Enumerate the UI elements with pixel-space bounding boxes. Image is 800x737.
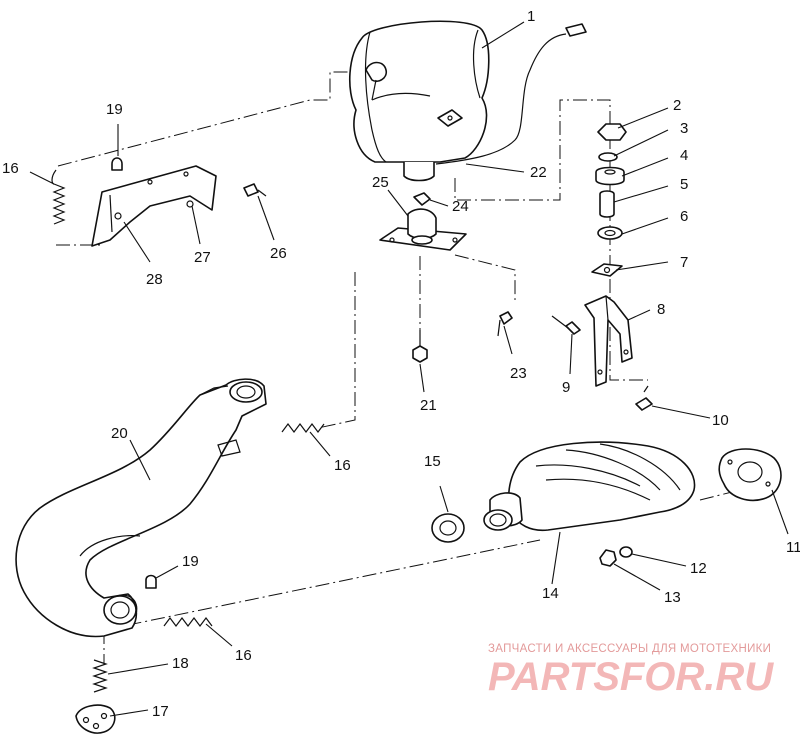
callout-10: 10 — [712, 412, 729, 429]
callout-25: 25 — [372, 174, 389, 191]
leader-lines — [29, 21, 789, 717]
callout-16c: 16 — [235, 647, 252, 664]
callout-17: 17 — [152, 703, 169, 720]
callout-20: 20 — [111, 425, 128, 442]
callout-8: 8 — [657, 301, 665, 318]
callout-1: 1 — [527, 8, 535, 25]
watermark-logo: PARTSFOR.RU — [488, 655, 774, 699]
muffler-bracket — [379, 192, 467, 251]
callout-12: 12 — [690, 560, 707, 577]
mount-bracket — [551, 295, 653, 411]
callout-6: 6 — [680, 208, 688, 225]
callout-9: 9 — [562, 379, 570, 396]
small-hardware — [412, 311, 513, 363]
callout-5: 5 — [680, 176, 688, 193]
callout-24: 24 — [452, 198, 469, 215]
callout-14: 14 — [542, 585, 559, 602]
assembly-lines — [56, 71, 781, 665]
callout-4: 4 — [680, 147, 688, 164]
callout-3: 3 — [680, 120, 688, 137]
spring-bracket — [51, 157, 267, 247]
callout-16b: 16 — [334, 457, 351, 474]
callout-23: 23 — [510, 365, 527, 382]
callout-7: 7 — [680, 254, 688, 271]
callout-18: 18 — [172, 655, 189, 672]
callout-2: 2 — [673, 97, 681, 114]
callout-27: 27 — [194, 249, 211, 266]
exhaust-manifold — [431, 441, 782, 567]
callout-26: 26 — [270, 245, 287, 262]
callout-13: 13 — [664, 589, 681, 606]
muffler — [348, 20, 587, 182]
watermark: ЗАПЧАСТИ И АКСЕССУАРЫ ДЛЯ МОТОТЕХНИКИ PA… — [488, 643, 774, 699]
callout-16a: 16 — [2, 160, 19, 177]
watermark-tagline: ЗАПЧАСТИ И АКСЕССУАРЫ ДЛЯ МОТОТЕХНИКИ — [488, 643, 771, 655]
callout-19b: 19 — [182, 553, 199, 570]
callout-28: 28 — [146, 271, 163, 288]
callout-19a: 19 — [106, 101, 123, 118]
callout-15: 15 — [424, 453, 441, 470]
callout-labels: 1 2 3 4 5 6 7 8 9 10 11 12 13 14 15 16 1… — [2, 8, 800, 720]
expansion-chamber — [15, 378, 325, 734]
callout-11: 11 — [786, 539, 800, 556]
callout-22: 22 — [530, 164, 547, 181]
callout-21: 21 — [420, 397, 437, 414]
